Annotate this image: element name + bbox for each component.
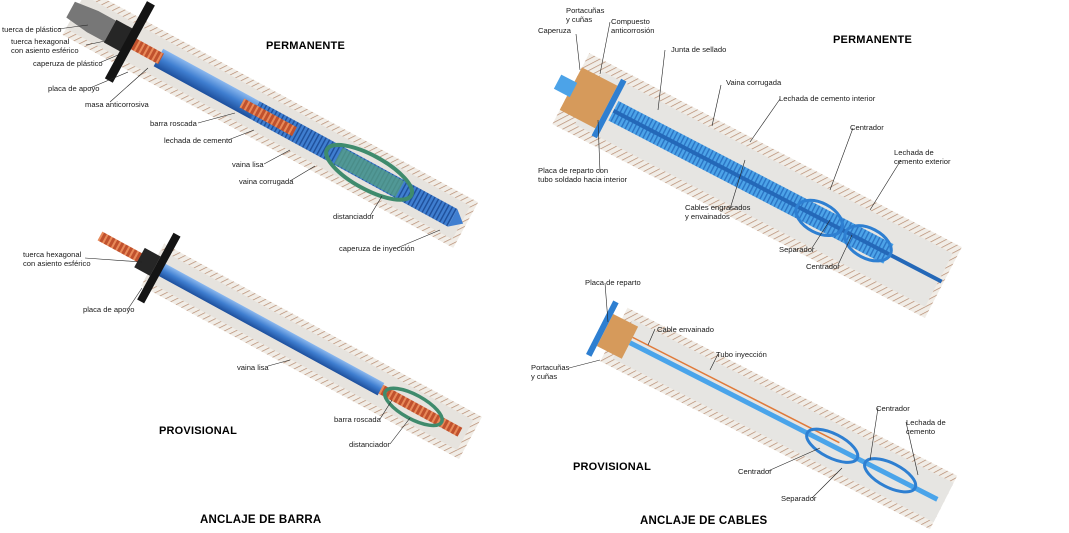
cable-permanent-anchor <box>552 53 962 319</box>
bar-provisional-title: PROVISIONAL <box>159 425 237 437</box>
label-anticorrosion: masa anticorrosiva <box>85 100 149 109</box>
label-smooth-sheath: vaina lisa <box>232 160 264 169</box>
label-centralizer: Centrador <box>850 123 884 132</box>
label-corrugated-sheath: Vaina corrugada <box>726 78 782 87</box>
anchor-plate-icon <box>104 1 155 83</box>
label-threaded-bar: barra roscada <box>150 119 197 128</box>
leader-lines <box>57 21 919 499</box>
cable-caption: ANCLAJE DE CABLES <box>640 515 768 527</box>
label-prov-distribution-plate: Placa de reparto <box>585 278 641 287</box>
cable-permanent-title: PERMANENTE <box>833 34 913 46</box>
bar-caption: ANCLAJE DE BARRA <box>200 514 322 526</box>
plastic-cap-icon <box>66 1 116 42</box>
label-plastic-cap: caperuza de plástico <box>33 59 103 68</box>
spacer-icon <box>383 386 444 428</box>
centralizer-icon <box>805 427 860 464</box>
label-prov-separator: Separador <box>781 494 817 503</box>
label-greased-cables: Cables engrasados y envainados <box>685 203 751 221</box>
label-bearing-plate: placa de apoyo <box>48 84 100 93</box>
bar-provisional-anchor <box>97 231 482 460</box>
label-outer-grout: Lechada de cemento exterior <box>894 148 951 166</box>
centralizer-icon <box>863 457 918 494</box>
smooth-sheath <box>153 48 260 119</box>
smooth-sheath <box>158 263 385 396</box>
label-injection-cap: caperuza de inyección <box>339 244 415 253</box>
label-sheathed-cable: Cable envainado <box>657 325 714 334</box>
label-prov-smooth-sheath: vaina lisa <box>237 363 269 372</box>
distribution-plate <box>586 300 619 357</box>
thread-head <box>126 36 164 65</box>
label-prov-centralizer-2: Centrador <box>738 467 772 476</box>
label-anticorrosion-compound: Compuesto anticorrosión <box>611 17 655 35</box>
label-spacer: distanciador <box>333 212 374 221</box>
label-wedge-holder: Portacuñas y cuñas <box>566 6 605 24</box>
label-prov-bearing-plate: placa de apoyo <box>83 305 135 314</box>
label-separator: Separador <box>779 245 815 254</box>
label-inner-grout: Lechada de cemento interior <box>779 94 876 103</box>
label-distribution-plate: Placa de reparto con tubo soldado hacia … <box>538 166 628 184</box>
spacer-icon <box>324 142 415 202</box>
label-seal: Junta de sellado <box>671 45 727 54</box>
label-plastic-nut: tuerca de plástico <box>2 25 62 34</box>
centralizer-icon <box>843 224 893 263</box>
cable-provisional-title: PROVISIONAL <box>573 461 651 473</box>
bar-permanent-anchor <box>62 0 479 248</box>
label-cap: Caperuza <box>538 26 571 35</box>
label-centralizer-2: Centrador <box>806 262 840 271</box>
label-prov-grout: Lechada de cemento <box>906 418 946 436</box>
threaded-bar <box>97 231 147 265</box>
hex-nut-icon <box>134 247 161 276</box>
threaded-bar-inner <box>239 98 297 137</box>
label-prov-hex-nut: tuerca hexagonal con asiento esférico <box>23 250 91 268</box>
label-prov-spacer: distanciador <box>349 440 390 449</box>
centralizer-icon <box>794 198 844 238</box>
cable-strand <box>612 109 943 284</box>
bar-permanent-title: PERMANENTE <box>266 40 346 52</box>
head-block <box>596 313 639 359</box>
label-hex-nut: tuerca hexagonal con asiento esférico <box>11 37 79 55</box>
label-corrugated-sheath: vaina corrugada <box>239 177 294 186</box>
anchor-plate-icon <box>137 232 181 304</box>
spacer-collar <box>334 147 405 198</box>
label-injection-tube: Tubo inyección <box>716 350 767 359</box>
injection-cap <box>447 209 464 227</box>
cable-strand <box>628 340 939 502</box>
cable-provisional-anchor <box>586 300 958 530</box>
injection-tube <box>632 336 840 444</box>
label-prov-centralizer: Centrador <box>876 404 910 413</box>
label-grout: lechada de cemento <box>164 136 233 145</box>
label-prov-wedge-holder: Portacuñas y cuñas <box>531 363 570 381</box>
distribution-plate <box>591 78 627 139</box>
cap <box>553 74 578 98</box>
label-prov-threaded-bar: barra roscada <box>334 415 381 424</box>
